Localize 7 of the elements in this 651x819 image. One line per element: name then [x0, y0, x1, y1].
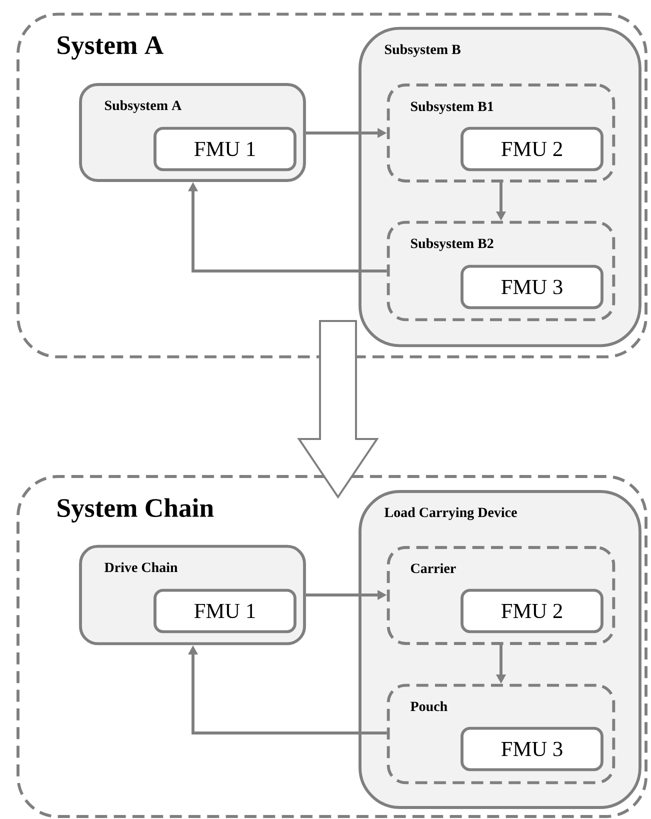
fmu-box: FMU 3 [460, 726, 604, 772]
fmu-box: FMU 1 [154, 126, 296, 172]
fmu-box: FMU 2 [460, 126, 604, 172]
fmu-box: FMU 2 [460, 588, 604, 634]
fmu-box: FMU 3 [460, 264, 604, 310]
fmu-box: FMU 1 [154, 588, 296, 634]
block-arrow [297, 320, 379, 499]
